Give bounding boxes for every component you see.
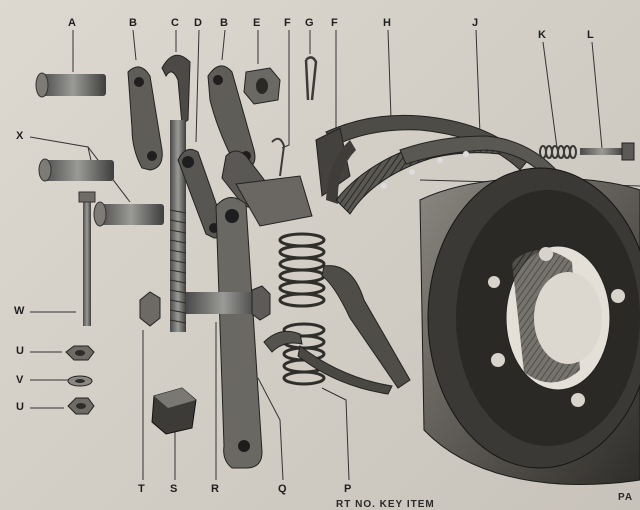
label-a: A [68, 17, 76, 29]
label-k: K [538, 29, 546, 41]
label-x: X [16, 130, 24, 142]
label-q: Q [278, 483, 287, 495]
block-e [243, 67, 281, 105]
label-u-bottom: U [16, 401, 24, 413]
pin-a [35, 72, 106, 98]
label-p: P [344, 483, 352, 495]
table-header-text: RT NO. KEY ITEM [336, 499, 435, 510]
brake-lining-j [335, 135, 561, 215]
label-l: L [587, 29, 594, 41]
brake-band-lower [263, 265, 411, 395]
label-g: G [305, 17, 314, 29]
label-j: J [472, 17, 479, 29]
spring-k [539, 145, 577, 159]
nut-t [139, 291, 161, 327]
label-e: E [253, 17, 261, 29]
label-d: D [194, 17, 202, 29]
label-r: R [211, 483, 219, 495]
label-f-second: F [331, 17, 338, 29]
cotter-pin-f [271, 137, 286, 177]
label-s: S [170, 483, 178, 495]
label-h: H [383, 17, 391, 29]
rod-c [161, 54, 191, 332]
label-t: T [138, 483, 145, 495]
bolt-l [580, 142, 635, 161]
brake-bracket [221, 150, 313, 227]
pins-x [38, 158, 164, 227]
label-v: V [16, 374, 24, 386]
link-d [177, 148, 225, 239]
label-u-top: U [16, 345, 24, 357]
label-b-left: B [129, 17, 137, 29]
nuts-u-v [65, 345, 95, 415]
label-w: W [14, 305, 25, 317]
link-r [186, 197, 271, 469]
brake-drum [419, 167, 640, 485]
bolt-w [78, 191, 96, 326]
page-corner-text: PA [618, 492, 634, 503]
label-c: C [171, 17, 179, 29]
label-b-right: B [220, 17, 228, 29]
label-f: F [284, 17, 291, 29]
cotter-pin-g [304, 56, 318, 101]
brake-band-h [315, 114, 529, 204]
block-s [151, 387, 197, 435]
lever-plate-b-left [127, 66, 163, 171]
